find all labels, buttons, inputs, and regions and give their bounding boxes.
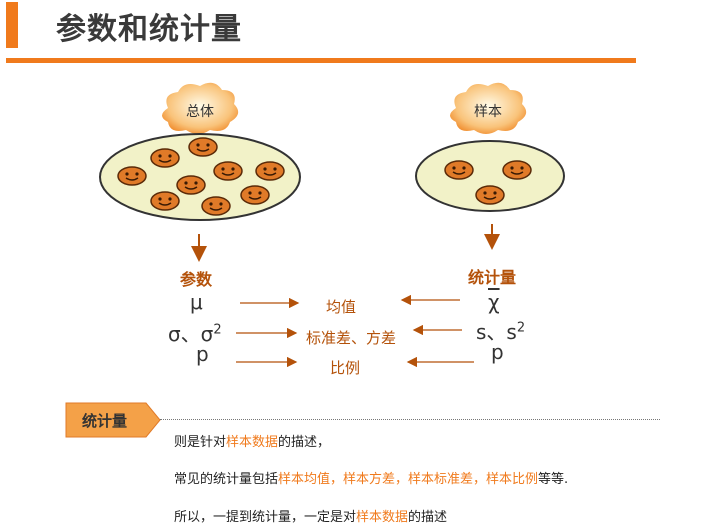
desc-line-3: 所以，一提到统计量，一定是对样本数据的描述 <box>174 510 448 525</box>
param-p-symbol: p <box>196 342 209 366</box>
s-symbol: s、s2 <box>476 320 526 344</box>
sample-cloud-label: 样本 <box>474 104 502 120</box>
std-variance-label: 标准差、方差 <box>306 329 397 347</box>
sample-cloud <box>450 82 527 134</box>
dotted-divider <box>160 419 660 420</box>
stat-p-symbol: p <box>491 340 504 364</box>
population-cloud <box>162 82 239 134</box>
population-cloud-label: 总体 <box>186 104 214 120</box>
parameter-label: 参数 <box>180 270 213 289</box>
title-underline <box>6 58 636 63</box>
mu-symbol: μ <box>190 290 203 314</box>
desc-line-1: 则是针对样本数据的描述， <box>174 435 331 450</box>
statistic-label: 统计量 <box>468 268 517 287</box>
title-accent-bar <box>6 2 18 48</box>
mean-label: 均值 <box>326 298 357 316</box>
sample-ellipse <box>415 140 565 212</box>
statistic-badge: 统计量 <box>82 412 128 430</box>
page-title: 参数和统计量 <box>56 12 242 47</box>
proportion-label: 比例 <box>330 359 361 377</box>
sigma-symbol: σ、σ2 <box>168 322 222 346</box>
desc-line-2: 常见的统计量包括样本均值，样本方差，样本标准差，样本比例等等. <box>174 472 569 487</box>
xbar-symbol: χ <box>488 290 500 314</box>
